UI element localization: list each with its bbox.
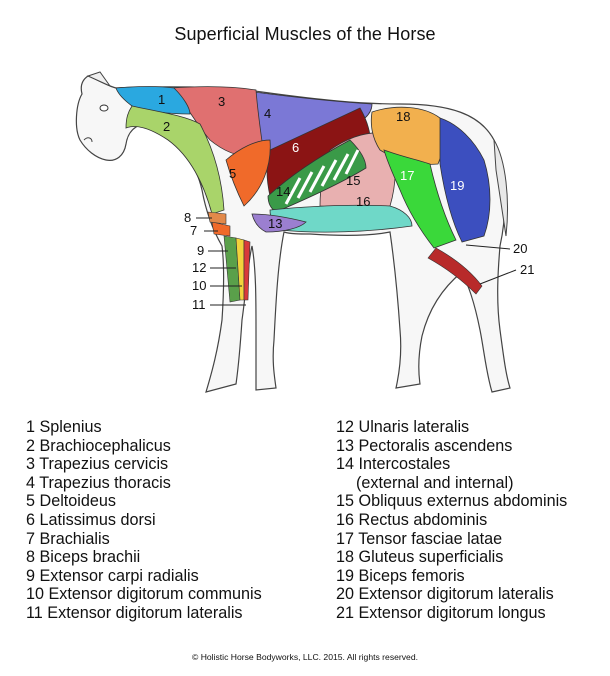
callout-21: 21	[520, 262, 534, 277]
legend-item: 14 Intercostales	[336, 455, 567, 474]
callout-9: 9	[197, 243, 204, 258]
legend-item: 10 Extensor digitorum communis	[26, 585, 262, 604]
callout-6: 6	[292, 140, 299, 155]
callout-13: 13	[268, 216, 282, 231]
legend-left-column: 1 Splenius 2 Brachiocephalicus 3 Trapezi…	[26, 418, 262, 623]
callout-12: 12	[192, 260, 206, 275]
copyright-notice: © Holistic Horse Bodyworks, LLC. 2015. A…	[0, 652, 610, 662]
legend-item: 5 Deltoideus	[26, 492, 262, 511]
callout-15: 15	[346, 173, 360, 188]
muscle-extensor-digitorum-lateralis-fore	[244, 240, 250, 300]
legend-item: 19 Biceps femoris	[336, 567, 567, 586]
callout-2: 2	[163, 119, 170, 134]
legend-item: 7 Brachialis	[26, 530, 262, 549]
legend-item: 2 Brachiocephalicus	[26, 437, 262, 456]
legend-item: 12 Ulnaris lateralis	[336, 418, 567, 437]
legend-item: 20 Extensor digitorum lateralis	[336, 585, 567, 604]
callout-20: 20	[513, 241, 527, 256]
legend-item: 21 Extensor digitorum longus	[336, 604, 567, 623]
horse-muscle-diagram: 1 2 3 4 5 6 7 8 9 10 11 12 13 14 15 16 1…	[0, 0, 610, 410]
horse-eye	[100, 105, 108, 111]
callout-4: 4	[264, 106, 271, 121]
callout-17: 17	[400, 168, 414, 183]
legend-item: 9 Extensor carpi radialis	[26, 567, 262, 586]
callout-19: 19	[450, 178, 464, 193]
legend-item-continuation: (external and internal)	[336, 474, 567, 493]
legend-item: 3 Trapezius cervicis	[26, 455, 262, 474]
legend-item: 4 Trapezius thoracis	[26, 474, 262, 493]
callout-8: 8	[184, 210, 191, 225]
callout-7: 7	[190, 223, 197, 238]
legend-right-column: 12 Ulnaris lateralis 13 Pectoralis ascen…	[336, 418, 567, 623]
legend-item: 17 Tensor fasciae latae	[336, 530, 567, 549]
legend-item: 18 Gluteus superficialis	[336, 548, 567, 567]
callout-3: 3	[218, 94, 225, 109]
legend-item: 15 Obliquus externus abdominis	[336, 492, 567, 511]
callout-10: 10	[192, 278, 206, 293]
callout-16: 16	[356, 194, 370, 209]
legend-item: 13 Pectoralis ascendens	[336, 437, 567, 456]
callout-5: 5	[229, 166, 236, 181]
legend-item: 8 Biceps brachii	[26, 548, 262, 567]
callout-14: 14	[276, 184, 290, 199]
callout-11: 11	[192, 297, 206, 312]
callout-18: 18	[396, 109, 410, 124]
callout-1: 1	[158, 92, 165, 107]
legend-item: 6 Latissimus dorsi	[26, 511, 262, 530]
legend-item: 1 Splenius	[26, 418, 262, 437]
legend-item: 16 Rectus abdominis	[336, 511, 567, 530]
legend-item: 11 Extensor digitorum lateralis	[26, 604, 262, 623]
